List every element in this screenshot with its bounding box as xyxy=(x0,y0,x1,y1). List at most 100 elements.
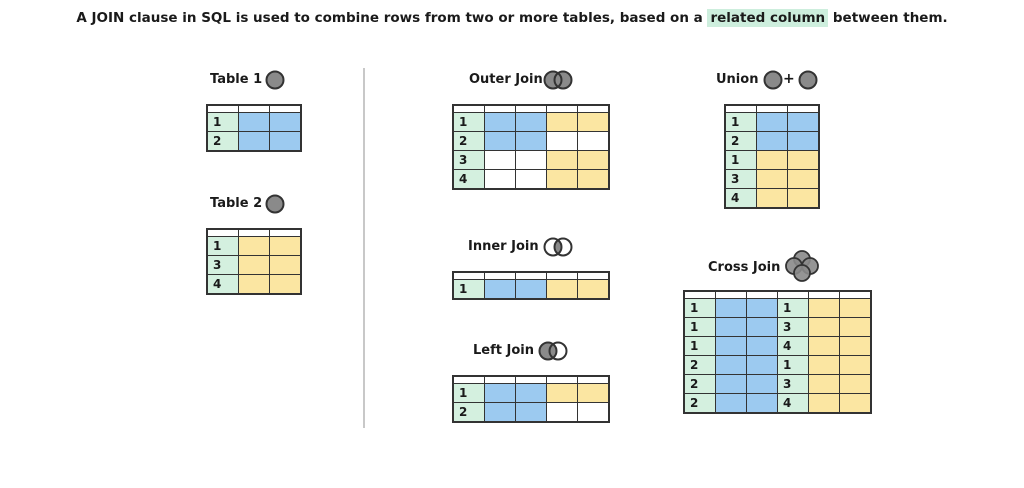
value-cell xyxy=(715,393,747,414)
value-cell xyxy=(839,374,872,394)
header-cell xyxy=(577,104,610,113)
header-cell xyxy=(206,104,239,113)
header-cell xyxy=(715,290,747,299)
headline-text-end: between them. xyxy=(828,10,948,26)
header-row xyxy=(452,271,610,280)
value-cell xyxy=(484,112,516,132)
header-cell xyxy=(577,271,610,280)
key-cell: 3 xyxy=(452,150,485,170)
value-cell xyxy=(577,169,610,190)
value-cell xyxy=(577,402,610,423)
value-cell xyxy=(515,279,547,300)
value-cell xyxy=(715,336,747,356)
value-cell xyxy=(577,383,610,403)
value-cell xyxy=(484,279,516,300)
value-cell xyxy=(238,236,270,256)
value-cell xyxy=(269,112,302,132)
venn-union-icon xyxy=(543,70,573,90)
left-join-label: Left Join xyxy=(473,343,534,358)
header-cell xyxy=(808,290,840,299)
plus-sign: + xyxy=(783,71,795,87)
key-cell: 1 xyxy=(206,236,239,256)
value-cell xyxy=(577,279,610,300)
value-cell xyxy=(787,188,820,209)
value-cell xyxy=(484,131,516,151)
key-cell: 2 xyxy=(683,374,716,394)
value-cell xyxy=(839,355,872,375)
header-row xyxy=(452,104,610,113)
value-cell xyxy=(746,336,778,356)
value-cell xyxy=(808,298,840,318)
value-cell xyxy=(746,355,778,375)
key-cell: 4 xyxy=(777,336,809,356)
key-cell: 2 xyxy=(452,131,485,151)
key-cell: 1 xyxy=(452,112,485,132)
table-row: 3 xyxy=(206,255,302,275)
key-cell: 1 xyxy=(724,150,757,170)
value-cell xyxy=(787,131,820,151)
header-cell xyxy=(452,271,485,280)
value-cell xyxy=(787,150,820,170)
header-cell xyxy=(724,104,757,113)
value-cell xyxy=(515,169,547,190)
key-cell: 2 xyxy=(452,402,485,423)
outer-join-label: Outer Join xyxy=(469,72,543,87)
four-circles-icon xyxy=(785,250,819,282)
value-cell xyxy=(269,274,302,295)
value-cell xyxy=(577,112,610,132)
header-cell xyxy=(746,290,778,299)
headline-text-start: A JOIN clause in SQL is used to combine … xyxy=(76,10,708,26)
value-cell xyxy=(546,383,578,403)
header-cell xyxy=(238,104,270,113)
circle-icon xyxy=(265,70,285,90)
key-cell: 2 xyxy=(683,355,716,375)
table-row: 1 xyxy=(724,150,820,170)
value-cell xyxy=(839,317,872,337)
value-cell xyxy=(484,383,516,403)
value-cell xyxy=(808,336,840,356)
value-cell xyxy=(515,383,547,403)
value-cell xyxy=(839,298,872,318)
header-cell xyxy=(546,271,578,280)
table-row: 1 xyxy=(452,112,610,132)
value-cell xyxy=(546,169,578,190)
header-row xyxy=(206,104,302,113)
venn-intersection-icon xyxy=(543,237,573,257)
value-cell xyxy=(546,402,578,423)
value-cell xyxy=(808,393,840,414)
column-divider xyxy=(363,68,365,428)
headline: A JOIN clause in SQL is used to combine … xyxy=(0,9,1024,27)
value-cell xyxy=(715,355,747,375)
table-row: 1 xyxy=(206,236,302,256)
table-row: 2 xyxy=(452,402,610,423)
table2-label: Table 2 xyxy=(210,196,263,211)
value-cell xyxy=(746,298,778,318)
header-cell xyxy=(683,290,716,299)
table-row: 4 xyxy=(724,188,820,209)
table-row: 1 xyxy=(724,112,820,132)
key-cell: 2 xyxy=(683,393,716,414)
value-cell xyxy=(238,274,270,295)
table-row: 2 xyxy=(724,131,820,151)
value-cell xyxy=(238,255,270,275)
key-cell: 3 xyxy=(206,255,239,275)
header-cell xyxy=(452,375,485,384)
value-cell xyxy=(515,402,547,423)
header-cell xyxy=(515,271,547,280)
inner-join-grid: 1 xyxy=(452,271,610,300)
value-cell xyxy=(238,131,270,152)
header-row xyxy=(452,375,610,384)
circle-plus-circle-icon xyxy=(763,70,818,90)
header-cell xyxy=(269,104,302,113)
value-cell xyxy=(787,169,820,189)
value-cell xyxy=(515,131,547,151)
value-cell xyxy=(756,131,788,151)
header-cell xyxy=(515,104,547,113)
value-cell xyxy=(839,336,872,356)
